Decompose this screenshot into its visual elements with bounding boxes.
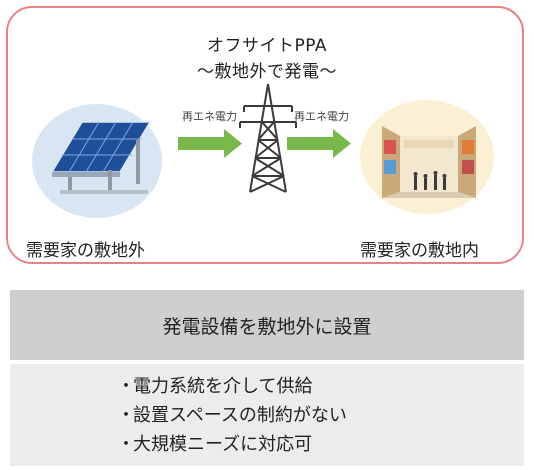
diagram-subtitle: 〜敷地外で発電〜 (197, 62, 337, 82)
bullet-text: 設置スペースの制約がない (133, 405, 347, 426)
shopping-mall-icon (382, 126, 476, 198)
solar-panel-icon (50, 121, 152, 194)
diagram-title: オフサイトPPA (206, 36, 328, 56)
summary-heading: 発電設備を敷地外に設置 (10, 290, 524, 360)
bullet-dot-icon: ・ (117, 434, 135, 455)
bullet-text: 大規模ニーズに対応可 (133, 434, 313, 455)
bullet-text: 電力系統を介して供給 (133, 376, 313, 397)
summary-bullet: ・設置スペースの制約がない (117, 401, 417, 430)
bullet-dot-icon: ・ (117, 405, 135, 426)
transmission-tower-icon (239, 83, 297, 193)
summary-bullet-list: ・電力系統を介して供給 ・設置スペースの制約がない ・大規模ニーズに対応可 (117, 372, 417, 459)
arrow-label-renewable-1: 再エネ電力 (182, 110, 237, 123)
flow-arrow-1 (178, 129, 242, 158)
offsite-label: 需要家の敷地外 (26, 241, 145, 261)
bullet-dot-icon: ・ (117, 376, 135, 397)
summary-bullet: ・電力系統を介して供給 (117, 372, 417, 401)
summary-bullets-panel: ・電力系統を介して供給 ・設置スペースの制約がない ・大規模ニーズに対応可 (10, 364, 524, 466)
onsite-label: 需要家の敷地内 (360, 241, 479, 261)
summary-bullet: ・大規模ニーズに対応可 (117, 430, 417, 459)
flow-arrow-2 (287, 129, 351, 158)
arrow-label-renewable-2: 再エネ電力 (294, 110, 349, 123)
